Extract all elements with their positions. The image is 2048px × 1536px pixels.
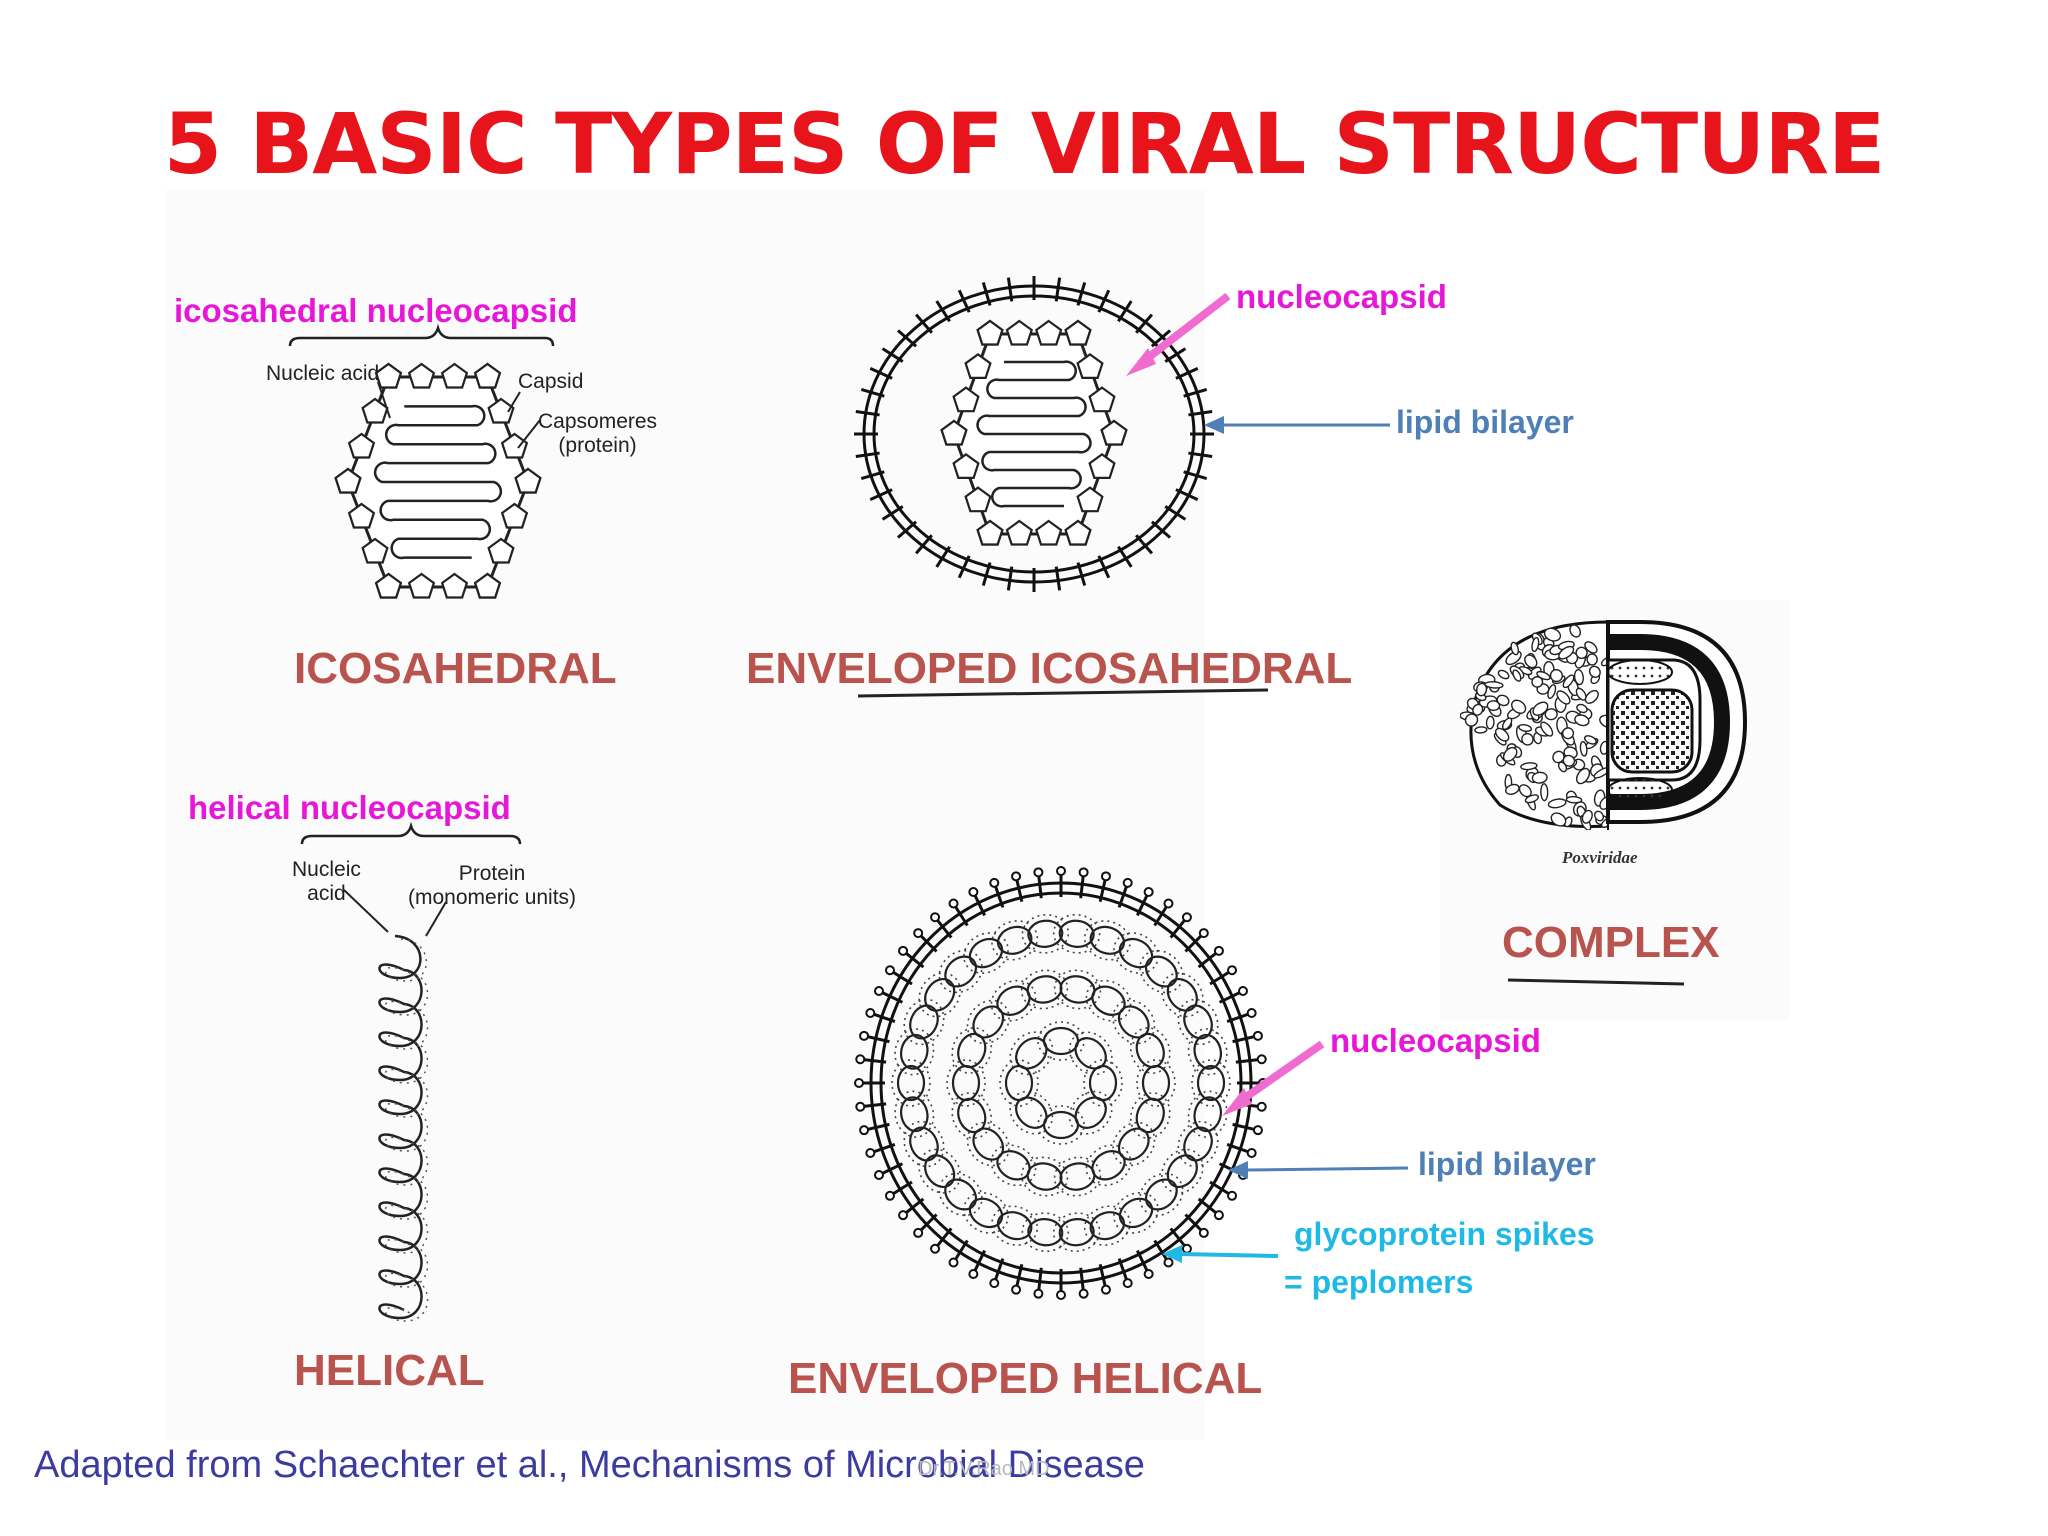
source-citation: Adapted from Schaechter et al., Mechanis…	[34, 1444, 1145, 1486]
icosahedral-nucleocapsid-label: icosahedral nucleocapsid	[174, 292, 578, 329]
glycoprotein-spikes-label: glycoprotein spikes	[1294, 1216, 1595, 1252]
lipid-bilayer-ring	[854, 276, 1214, 592]
coiled-nucleocapsid	[891, 913, 1231, 1253]
poxviridae-caption: Poxviridae	[1562, 848, 1638, 867]
author-watermark: Dr.T.V.Rao MD	[918, 1458, 1050, 1480]
helical-type-label: HELICAL	[294, 1346, 485, 1395]
page-title: 5 BASIC TYPES OF VIRAL STRUCTURE	[163, 95, 1886, 193]
icosahedral-capsid-shape	[334, 362, 542, 599]
protein-units-label: Protein (monomeric units)	[408, 862, 576, 910]
enveloped-helical-type-label: ENVELOPED HELICAL	[788, 1354, 1263, 1403]
capsomeres-line1: Capsomeres	[538, 410, 658, 433]
capsid-label: Capsid	[518, 370, 584, 393]
nucleic-line2: acid	[307, 882, 346, 905]
nucleic-line1: Nucleic	[292, 858, 361, 881]
icosahedral-type-label: ICOSAHEDRAL	[294, 644, 617, 693]
protein-line1: Protein	[458, 862, 526, 885]
enveloped-capsid-shape	[940, 319, 1128, 546]
env-hel-lipid-bilayer-label: lipid bilayer	[1418, 1146, 1596, 1182]
helical-nucleic-acid-label: Nucleic acid	[292, 858, 361, 906]
capsomeres-label: Capsomeres (protein)	[538, 410, 657, 458]
helical-nucleocapsid-label: helical nucleocapsid	[188, 789, 511, 826]
helical-coil	[378, 934, 429, 1322]
enveloped-icosahedral-type-label: ENVELOPED ICOSAHEDRAL	[746, 644, 1353, 693]
helical-envelope-ring	[854, 866, 1268, 1300]
protein-line2: (monomeric units)	[408, 886, 577, 909]
env-hel-nucleocapsid-label: nucleocapsid	[1330, 1022, 1541, 1059]
surface-tubules	[1460, 620, 1608, 830]
env-ico-lipid-bilayer-label: lipid bilayer	[1396, 404, 1574, 440]
env-ico-nucleocapsid-label: nucleocapsid	[1236, 278, 1447, 315]
complex-type-label: COMPLEX	[1502, 918, 1720, 967]
peplomers-label: = peplomers	[1284, 1264, 1474, 1300]
nucleic-acid-label: Nucleic acid	[266, 362, 380, 385]
capsomeres-line2: (protein)	[558, 434, 637, 457]
